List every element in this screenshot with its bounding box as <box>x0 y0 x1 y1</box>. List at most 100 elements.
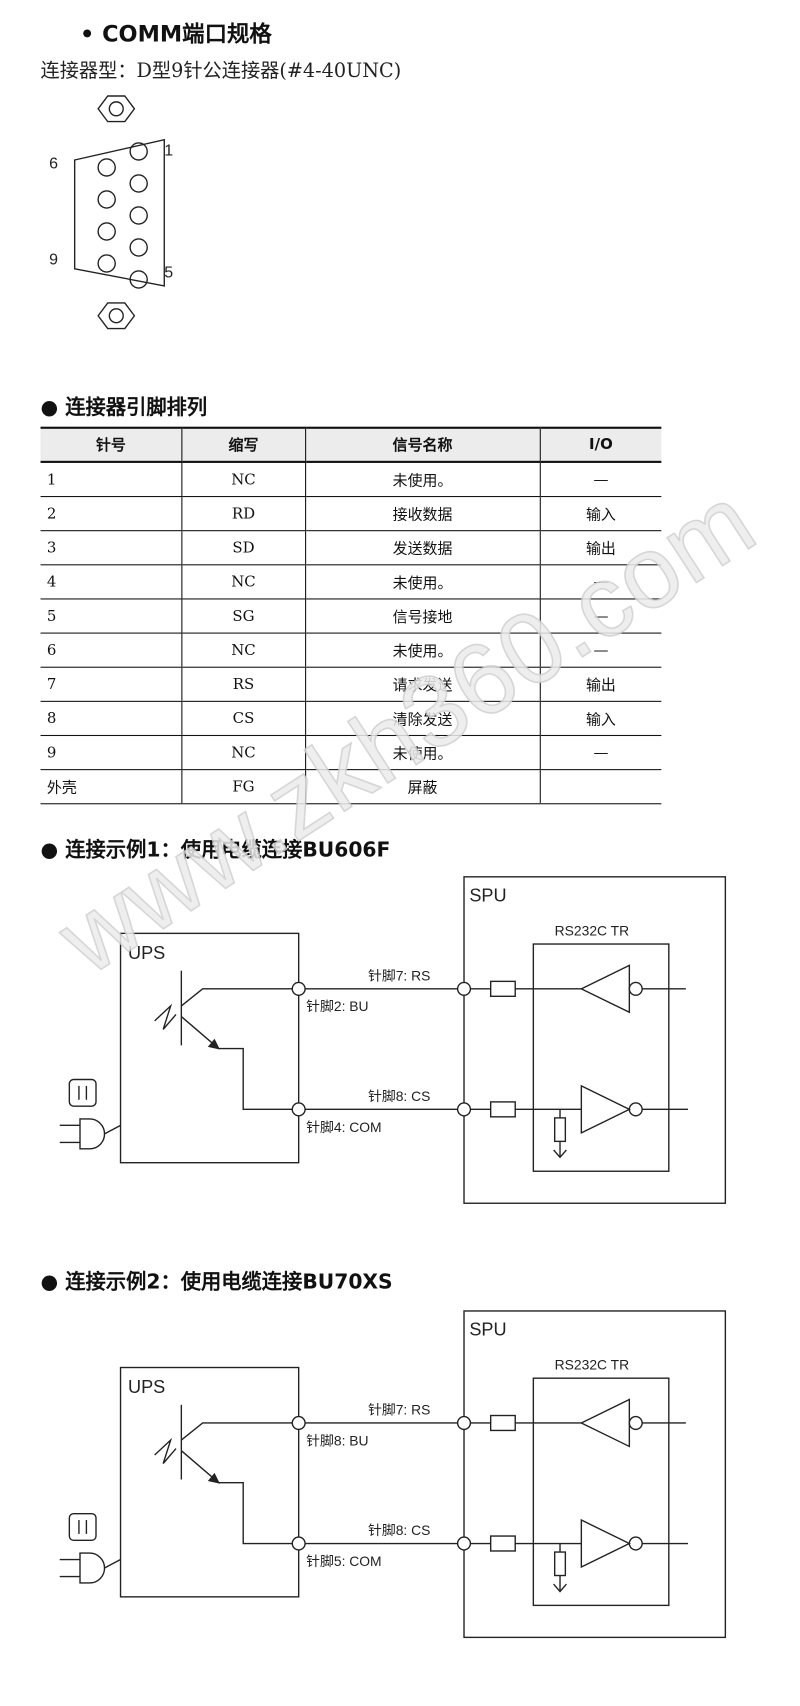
table-cell: 6 <box>40 633 182 668</box>
pin-com-label: 针脚5: COM <box>306 1553 381 1569</box>
table-cell: — <box>539 735 662 771</box>
pin-cs-label: 针脚8: CS <box>368 1088 430 1104</box>
pin-label-1: 1 <box>164 143 173 160</box>
ups-label: UPS <box>128 1377 165 1397</box>
table-cell: 2 <box>40 496 182 532</box>
table-cell: — <box>539 633 662 668</box>
pin-label-6: 6 <box>49 156 58 173</box>
table-cell <box>539 769 662 805</box>
table-cell: — <box>539 461 662 498</box>
spu-label: SPU <box>469 885 506 905</box>
table-cell: RS <box>181 667 306 702</box>
column-header: I/O <box>539 426 662 463</box>
rs232c-tr-box <box>532 1377 670 1607</box>
db9-connector-diagram: 6 1 9 5 <box>49 95 173 330</box>
rs232c-tr-box <box>532 943 670 1172</box>
table-cell: 未使用。 <box>304 633 540 668</box>
table-cell: 请求发送 <box>304 667 540 702</box>
table-cell: NC <box>181 461 306 498</box>
rs232c-tr-label: RS232C TR <box>555 922 629 938</box>
outlet-icon <box>68 1078 97 1107</box>
spu-box <box>463 1310 727 1639</box>
table-cell: 发送数据 <box>304 530 540 566</box>
table-cell: 未使用。 <box>304 735 540 771</box>
pulldown-resistor <box>553 1117 567 1143</box>
pulldown-resistor <box>553 1551 567 1577</box>
screw-bottom-icon <box>97 302 136 330</box>
connector-type: 连接器型：D型9针公连接器(#4-40UNC) <box>40 59 402 83</box>
table-cell: — <box>539 598 662 634</box>
pin-cs-label: 针脚8: CS <box>368 1522 430 1538</box>
table-cell: NC <box>181 735 306 771</box>
pin-bu-label: 针脚2: BU <box>306 998 368 1014</box>
table-cell: 1 <box>40 461 182 498</box>
driver-buffer-icon <box>580 1518 631 1569</box>
table-cell: 输出 <box>539 667 662 702</box>
resistor <box>489 1101 516 1118</box>
ground-arrow-icon <box>553 1583 567 1593</box>
table-cell: 5 <box>40 598 182 634</box>
page-title: • COMM端口规格 <box>80 21 272 47</box>
receiver-buffer-icon <box>579 964 631 1014</box>
light-icon <box>154 1437 177 1464</box>
table-cell: FG <box>181 769 306 805</box>
resistor <box>489 1535 516 1552</box>
table-cell: 9 <box>40 735 182 771</box>
spu-box <box>463 876 727 1204</box>
table-cell: 输出 <box>539 530 662 566</box>
table-cell: NC <box>181 564 306 600</box>
pin-label-5: 5 <box>164 264 173 281</box>
example1-diagram: SPU UPS RS232C TR 针脚7: RS 针脚2: BU 针脚8: C… <box>0 869 800 1241</box>
table-cell: 屏蔽 <box>304 769 540 805</box>
receiver-buffer-icon <box>579 1398 631 1448</box>
column-header: 信号名称 <box>304 426 540 463</box>
table-cell: 3 <box>40 530 182 566</box>
circuit-diagram: SPU UPS RS232C TR 针脚7: RS 针脚8: BU 针脚8: C… <box>59 1310 727 1639</box>
table-cell: 外壳 <box>40 769 182 805</box>
table-cell: RD <box>181 496 306 532</box>
driver-buffer-icon <box>580 1084 631 1134</box>
column-header: 针号 <box>40 426 182 463</box>
table-cell: 信号接地 <box>304 598 540 634</box>
table-cell: 输入 <box>539 496 662 532</box>
pin-rs-label: 针脚7: RS <box>368 1401 430 1417</box>
table-cell: 8 <box>40 701 182 737</box>
light-icon <box>154 1003 177 1030</box>
resistor <box>489 980 516 997</box>
column-header: 缩写 <box>181 426 306 463</box>
ups-box <box>119 932 300 1164</box>
rs232c-tr-label: RS232C TR <box>555 1357 629 1373</box>
outlet-icon <box>68 1512 97 1542</box>
table-cell: SG <box>181 598 306 634</box>
table-cell: 输入 <box>539 701 662 737</box>
table-cell: 未使用。 <box>304 564 540 600</box>
table-cell: — <box>539 564 662 600</box>
pin-rs-label: 针脚7: RS <box>368 967 430 983</box>
emitter-arrow-icon <box>207 1038 220 1050</box>
plug-icon <box>79 1552 106 1584</box>
table-cell: 清除发送 <box>304 701 540 737</box>
table-cell: 未使用。 <box>304 461 540 498</box>
example2-heading: ● 连接示例2：使用电缆连接BU70XS <box>40 1270 393 1294</box>
table-cell: NC <box>181 633 306 668</box>
table-cell: 接收数据 <box>304 496 540 532</box>
table-cell: SD <box>181 530 306 566</box>
example2-diagram: SPU UPS RS232C TR 针脚7: RS 针脚8: BU 针脚8: C… <box>0 1304 800 1676</box>
example1-heading: ● 连接示例1：使用电缆连接BU606F <box>40 838 391 862</box>
spu-label: SPU <box>469 1320 506 1340</box>
plug-icon <box>79 1118 106 1150</box>
resistor <box>489 1414 516 1432</box>
pin-bu-label: 针脚8: BU <box>306 1432 368 1448</box>
emitter-arrow-icon <box>207 1472 220 1484</box>
table-cell: 4 <box>40 564 182 600</box>
